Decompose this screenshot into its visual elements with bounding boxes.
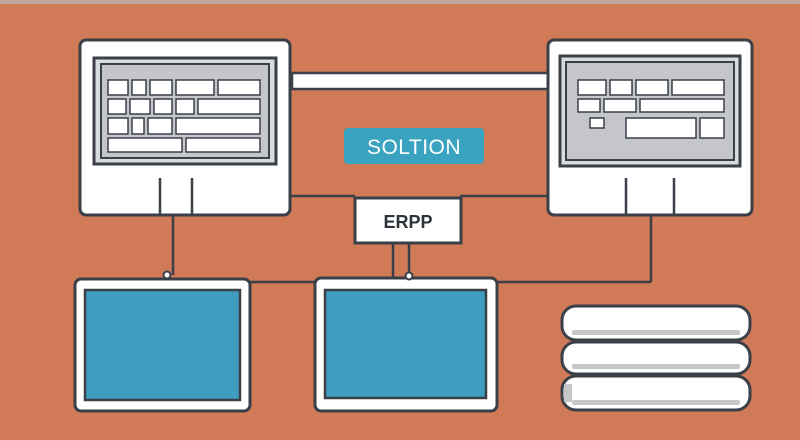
server-disk-accent [564, 384, 572, 402]
right-monitor-grid [577, 79, 725, 139]
erp-box: ERPP [353, 196, 463, 245]
bottom-left-screen [73, 270, 252, 413]
solution-label: SOLTION [367, 136, 461, 159]
bottom-middle-screen-connector [404, 271, 414, 281]
bottom-left-screen-connector [162, 270, 172, 280]
bottom-middle-screen-display [323, 288, 488, 400]
server-disk-2 [560, 340, 752, 376]
server-disk-3-shade [572, 400, 740, 405]
server-disk-2-shade [572, 364, 740, 369]
bottom-middle-screen [313, 271, 499, 413]
solution-badge-box [344, 128, 484, 164]
bottom-left-screen-display [83, 288, 242, 402]
erp-box-frame [353, 196, 463, 245]
server-disk-1-shade [572, 330, 740, 335]
top-edge-strip [0, 0, 800, 4]
right-monitor [546, 38, 754, 217]
left-monitor-grid [107, 79, 261, 153]
erp-label: ERPP [383, 212, 432, 232]
left-monitor [78, 38, 292, 217]
solution-badge: SOLTION [344, 128, 484, 164]
server-stack [560, 304, 752, 412]
top-connector-bar [290, 71, 550, 91]
